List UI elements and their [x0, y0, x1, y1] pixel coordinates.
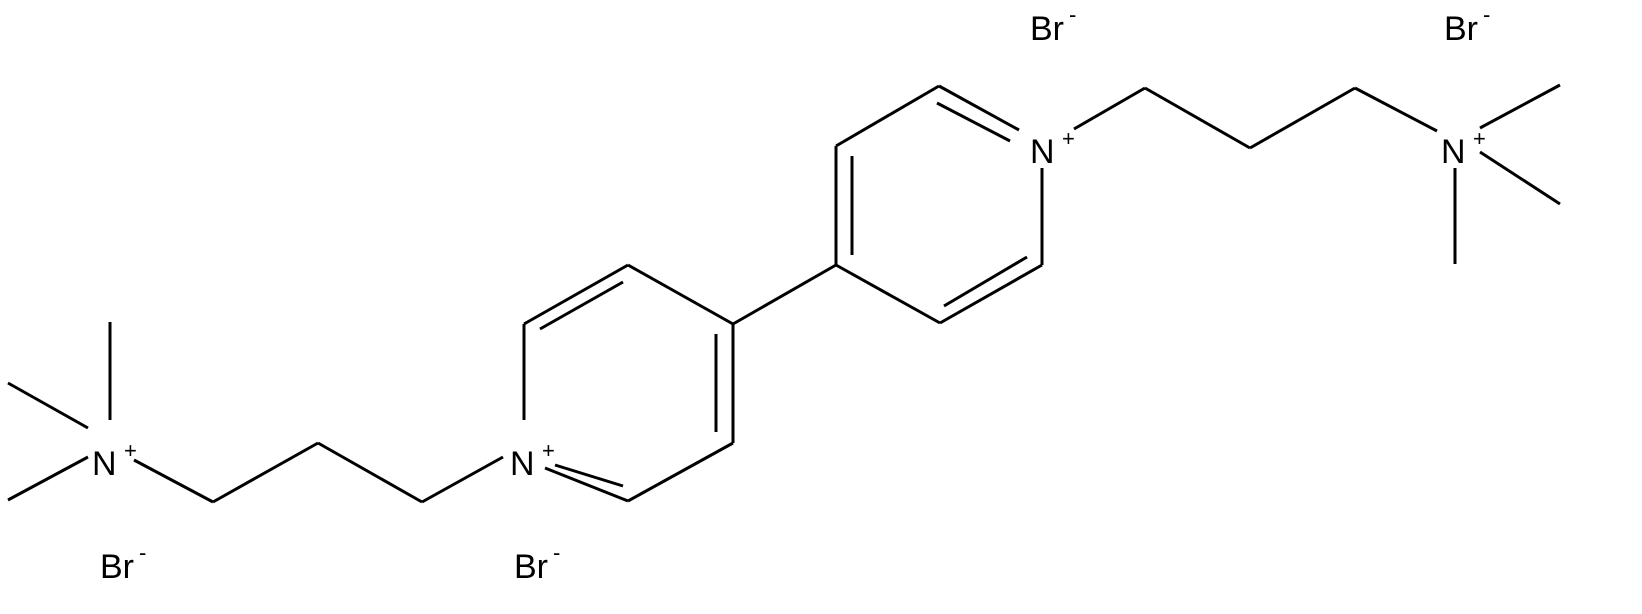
charge-n-quat-left: +	[124, 438, 137, 463]
bromide-label: Br	[514, 548, 548, 586]
bond-line	[943, 255, 1028, 308]
bond-line	[133, 458, 214, 504]
bromide-label: Br	[100, 548, 134, 586]
bond-line	[1249, 86, 1356, 150]
bond-line	[627, 263, 734, 326]
bond-line	[936, 101, 1011, 143]
bond-line	[1144, 86, 1251, 150]
bromide-charge: -	[139, 540, 146, 565]
bromide-label: Br	[1444, 10, 1478, 48]
atom-n-quat-left: N	[92, 445, 117, 483]
bond-line	[7, 381, 89, 430]
atom-n-pyridinium-right: N	[1030, 133, 1055, 171]
bond-lines	[7, 83, 1561, 504]
bond-line	[938, 84, 1020, 132]
bond-line	[523, 263, 629, 326]
bond-line	[539, 280, 624, 331]
bond-line	[544, 466, 629, 503]
bromide-label: Br	[1030, 10, 1064, 48]
bromide-charge: -	[1069, 2, 1076, 27]
bond-line	[554, 463, 624, 488]
charge-n-quat-right: +	[1473, 126, 1486, 151]
bond-line	[627, 441, 734, 503]
bromide-charge: -	[553, 540, 560, 565]
bromide-charge: -	[1483, 2, 1490, 27]
bond-line	[939, 263, 1043, 325]
bond-line	[835, 263, 941, 325]
bond-line	[1073, 86, 1146, 131]
bond-line	[212, 441, 319, 504]
atom-n-pyridinium-left: N	[510, 445, 535, 483]
bond-line	[317, 441, 423, 504]
charge-n-pyridinium-right: +	[1062, 126, 1075, 151]
bond-line	[732, 263, 837, 326]
bond-line	[7, 455, 89, 502]
bond-line	[835, 84, 940, 148]
charge-n-pyridinium-left: +	[542, 438, 555, 463]
atom-n-quat-right: N	[1441, 133, 1466, 171]
bond-line	[1354, 86, 1438, 133]
bond-line	[1479, 150, 1561, 206]
bond-line	[1479, 83, 1561, 130]
bond-line	[421, 455, 504, 504]
